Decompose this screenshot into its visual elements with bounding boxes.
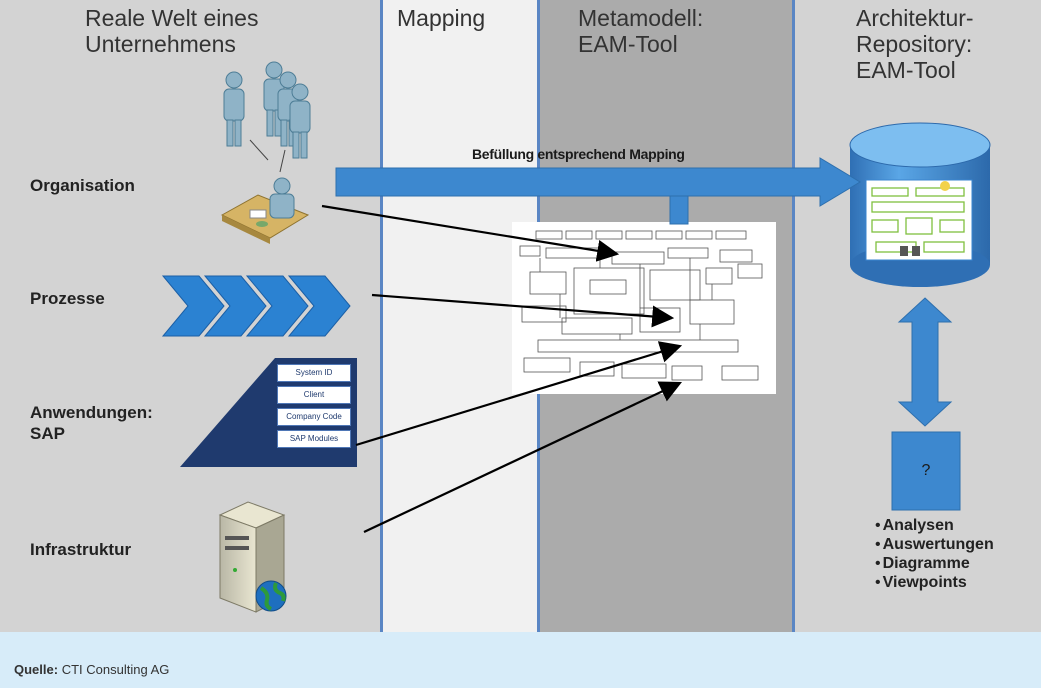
row-label-infrastruktur: Infrastruktur [30, 540, 132, 559]
diagram-graphics [161, 61, 991, 613]
double-arrow-vertical [897, 297, 953, 427]
list-item: Viewpoints [875, 573, 994, 592]
fill-arrow-label: Befüllung entsprechend Mapping [472, 146, 685, 162]
sap-layer-company-code: Company Code [277, 408, 351, 426]
row-label-anwendungen: Anwendungen: SAP [30, 403, 153, 443]
divider-line [792, 0, 795, 632]
metamodel-document [512, 222, 776, 394]
mapping-arrows [321, 204, 683, 533]
column-title-repository: Architektur- Repository: EAM-Tool [856, 5, 974, 83]
divider-line [380, 0, 383, 632]
row-label-organisation: Organisation [30, 176, 135, 195]
output-box [891, 431, 961, 511]
panel-mapping [381, 0, 538, 632]
ea-mapping-diagram: Reale Welt eines Unternehmens Mapping Me… [0, 0, 1041, 632]
output-item-analysen: Analysen [882, 517, 954, 534]
caption-source-label: Quelle: [14, 662, 59, 677]
output-item-diagramme: Diagramme [882, 555, 970, 572]
row-label-prozesse: Prozesse [30, 289, 105, 308]
list-item: Auswertungen [875, 535, 994, 554]
output-item-auswertungen: Auswertungen [882, 536, 994, 553]
output-list: Analysen Auswertungen Diagramme Viewpoin… [875, 516, 994, 592]
column-title-real-world: Reale Welt eines Unternehmens [85, 5, 259, 57]
sap-layer-system-id: System ID [277, 364, 351, 382]
list-item: Diagramme [875, 554, 994, 573]
column-title-mapping: Mapping [397, 5, 486, 31]
output-box-label: ? [921, 462, 931, 479]
people-org-icon [220, 61, 311, 244]
output-item-viewpoints: Viewpoints [882, 574, 967, 591]
caption-bar: Quelle: CTI Consulting AG [0, 632, 1041, 688]
fill-arrow [335, 157, 861, 225]
column-title-metamodel: Metamodell: EAM-Tool [578, 5, 704, 57]
server-icon [218, 501, 287, 613]
sap-layer-sap-modules: SAP Modules [277, 430, 351, 448]
caption-source-text: CTI Consulting AG [61, 662, 170, 677]
sap-layer-client: Client [277, 386, 351, 404]
repository-cylinder [849, 122, 991, 287]
sap-layer-list: System ID Client Company Code SAP Module… [277, 364, 351, 452]
list-item: Analysen [875, 516, 994, 535]
process-chevrons-icon [161, 275, 351, 337]
caption-text: Quelle: CTI Consulting AG [14, 662, 169, 677]
